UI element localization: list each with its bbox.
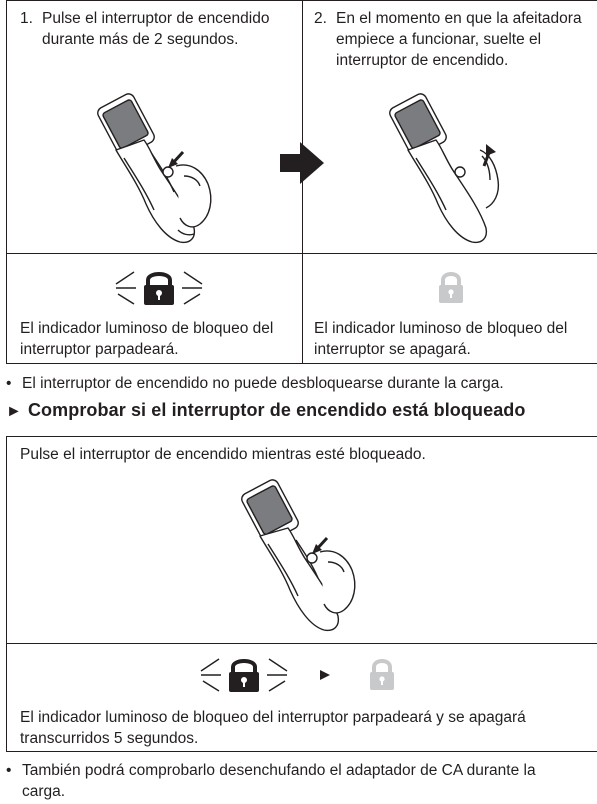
step-1-number: 1. xyxy=(20,10,33,27)
lock-off-icon xyxy=(439,272,463,303)
table-divider-vertical xyxy=(302,0,303,364)
note-2: • También podrá comprobarlo desenchufando… xyxy=(6,760,566,802)
check-lock-divider xyxy=(6,643,597,644)
arrow-right-icon xyxy=(280,142,324,184)
lock-off-icon xyxy=(370,659,394,690)
heading-marker: ► xyxy=(6,403,22,420)
bullet: • xyxy=(6,375,12,392)
section-heading: ► Comprobar si el interruptor de encendid… xyxy=(6,399,597,423)
check-lock-caption: El indicador luminoso de bloqueo del int… xyxy=(20,709,526,747)
note-2-text: También podrá comprobarlo desenchufando … xyxy=(22,762,536,800)
check-lock-instruction: Pulse el interruptor de encendido mientr… xyxy=(20,446,426,463)
step-2: 2. En el momento en que la afeitadora em… xyxy=(314,8,594,71)
shaver-illustration xyxy=(97,93,212,244)
step-2-text: En el momento en que la afeitadora empie… xyxy=(336,10,582,69)
shaver-illustration xyxy=(389,93,500,244)
lock-blinking-icon xyxy=(200,658,288,692)
shaver-illustration xyxy=(241,479,356,632)
step-2-number: 2. xyxy=(314,10,327,27)
section-heading-text: Comprobar si el interruptor de encendido… xyxy=(27,400,526,420)
indicator-caption-right: El indicador luminoso de bloqueo del int… xyxy=(314,320,568,358)
note-1-text: El interruptor de encendido no puede des… xyxy=(22,375,504,392)
table-divider-horizontal xyxy=(6,253,597,254)
note-1: • El interruptor de encendido no puede de… xyxy=(6,373,596,394)
steps-table xyxy=(6,0,597,364)
bullet: • xyxy=(6,762,12,779)
check-lock-table xyxy=(6,436,597,752)
arrow-right-small-icon xyxy=(320,670,330,680)
step-1-text: Pulse el interruptor de encendido durant… xyxy=(42,10,270,48)
step-1: 1. Pulse el interruptor de encendido dur… xyxy=(20,8,300,50)
lock-blinking-icon xyxy=(115,271,203,305)
indicator-caption-left: El indicador luminoso de bloqueo del int… xyxy=(20,320,274,358)
